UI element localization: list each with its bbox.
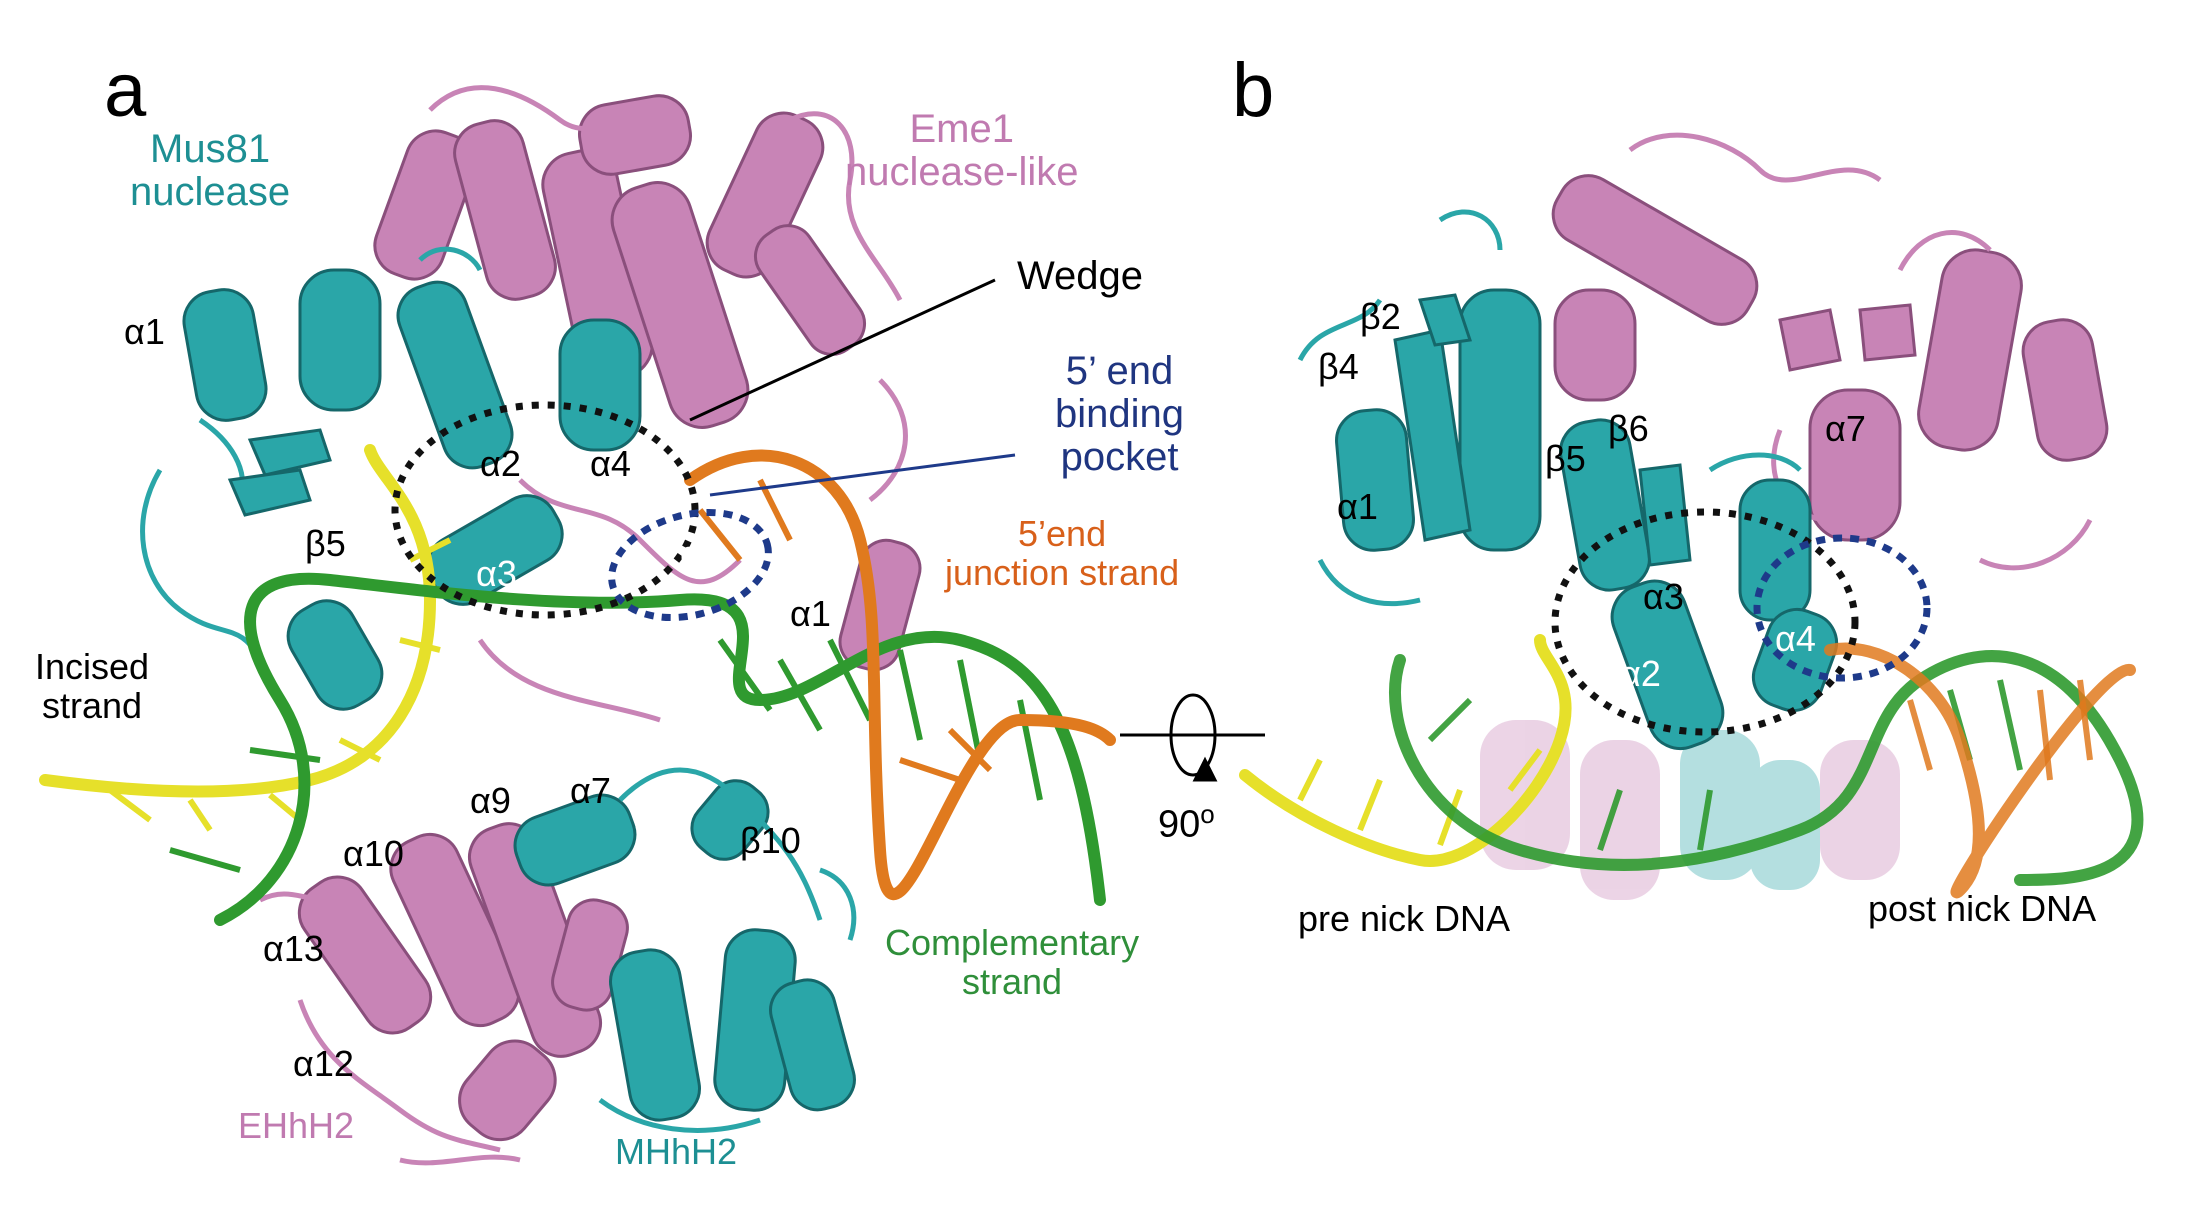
mus81-helices-b [1335, 288, 1839, 751]
wedge-pointer [689, 278, 996, 422]
panel-a-structure [39, 85, 1116, 1166]
mus81-sheet-a [227, 428, 332, 517]
mus81-helices-a [182, 268, 856, 1122]
post-nick-label: post nick DNA [1868, 888, 2097, 929]
junction-label: 5’end junction strand [945, 513, 1180, 593]
junction-label-line2: junction strand [945, 551, 1180, 593]
post-nick-bases [1907, 679, 2093, 781]
mhhh2-label: MHhH2 [615, 1131, 738, 1172]
junction-strand-bases [697, 478, 993, 783]
b-helix-b4: β4 [1318, 346, 1359, 387]
helix-a10: α10 [343, 833, 404, 874]
pocket-label-line3: pocket [1060, 435, 1179, 480]
helix-a1-eme: α1 [790, 593, 831, 634]
pocket-label: 5’ end binding pocket [1055, 349, 1185, 480]
complementary-strand-b [1389, 650, 2144, 886]
rotation-degree-symbol: o [1200, 799, 1215, 829]
complementary-label-line2: strand [962, 960, 1063, 1002]
helix-a7: α7 [570, 770, 611, 811]
incised-label-line2: strand [42, 684, 143, 726]
eme1-label: Eme1 nuclease-like [845, 107, 1079, 195]
complementary-label-line1: Complementary [885, 922, 1140, 963]
post-nick-strand [1824, 642, 2136, 899]
mus81-label: Mus81 nuclease [130, 127, 291, 215]
helix-a2: α2 [480, 443, 521, 484]
helix-a1-left: α1 [124, 311, 165, 352]
b-helix-a1: α1 [1337, 486, 1378, 527]
junction-label-line1: 5’end [1018, 513, 1107, 554]
pocket-ellipse [608, 508, 772, 622]
ehhh2-helices [297, 822, 629, 1142]
ehhh2-label: EHhH2 [238, 1105, 355, 1146]
helix-a8: α8 [655, 850, 696, 891]
junction-strand [684, 449, 1116, 901]
pre-nick-label: pre nick DNA [1298, 898, 1511, 939]
helix-a12: α12 [293, 1043, 354, 1084]
pocket-pointer [709, 453, 1016, 497]
helix-a3: α3 [476, 553, 517, 594]
complementary-strand [214, 572, 1106, 926]
incised-strand [39, 444, 437, 798]
incised-label-line1: Incised [35, 646, 150, 687]
rotation-label: 90o [1158, 800, 1215, 846]
eme1-loops-a [428, 85, 908, 723]
pocket-ellipse-b [1753, 534, 1931, 682]
wedge-label: Wedge [1017, 254, 1144, 298]
mus81-label-line2: nuclease [130, 170, 291, 215]
helix-a4: α4 [590, 443, 631, 484]
helix-b5: β5 [305, 523, 346, 564]
helix-a9: α9 [470, 780, 511, 821]
eme1-label-line2: nuclease-like [845, 150, 1079, 195]
mus81-label-line1: Mus81 [150, 127, 271, 171]
b-helix-a4: α4 [1775, 618, 1816, 659]
b-helix-a3: α3 [1643, 576, 1684, 617]
pocket-label-line1: 5’ end [1065, 349, 1174, 393]
rotation-symbol [1120, 693, 1265, 782]
b-helix-b5: β5 [1545, 438, 1586, 479]
rotation-degrees: 90 [1158, 803, 1201, 846]
pocket-label-line2: binding [1055, 392, 1185, 437]
eme1-helices-b [1551, 174, 2109, 542]
complementary-label: Complementary strand [885, 922, 1140, 1002]
panel-a-label: a [104, 48, 147, 133]
helix-a13: α13 [263, 928, 324, 969]
incised-strand-bases [108, 537, 452, 832]
ehhh2-loops [258, 878, 521, 1166]
panel-b-label: b [1232, 48, 1275, 133]
panel-b-structure [1239, 132, 2144, 900]
b-helix-b2: β2 [1360, 296, 1401, 337]
b-helix-b6: β6 [1608, 408, 1649, 449]
wedge-ellipse-b [1551, 508, 1859, 736]
helix-a7-eme: α7 [680, 533, 721, 574]
mus81-sheet-b [1393, 293, 1692, 567]
mus81-loops-b [1297, 209, 1802, 607]
b-helix-a2: α2 [1620, 653, 1661, 694]
helix-b10: β10 [740, 820, 801, 861]
b-helix-a7: α7 [1825, 408, 1866, 449]
eme1-label-line1: Eme1 [909, 107, 1014, 151]
incised-label: Incised strand [35, 646, 150, 726]
